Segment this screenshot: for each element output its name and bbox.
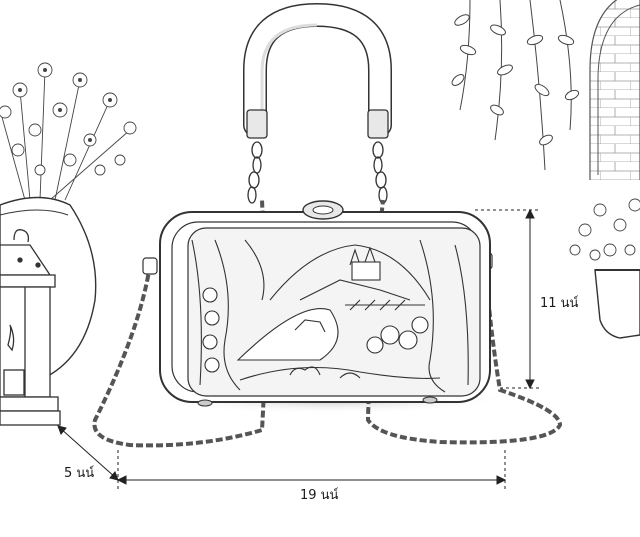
depth-dimension-line [57,425,119,481]
top-handle [243,2,392,139]
archway-background [589,0,640,180]
handle-chain-links [247,141,388,204]
height-label: 11 นน์ [540,296,579,311]
hanging-vines [451,0,580,171]
carved-scene [191,239,469,393]
bag-body [159,200,491,407]
depth-label: 5 นน์ [64,466,95,481]
height-dimension-line [475,208,540,390]
length-dimension-line [116,450,507,490]
lantern [0,229,61,426]
potted-plant [569,198,640,339]
length-label: 19 นน์ [300,488,339,503]
